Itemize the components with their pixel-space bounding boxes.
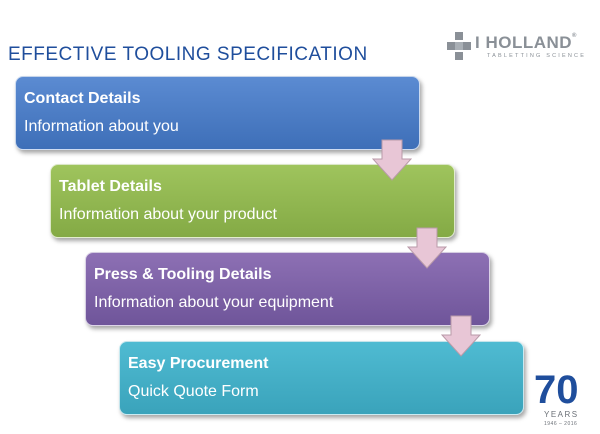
step-description: Quick Quote Form [128,383,259,400]
step-heading: Press & Tooling Details [94,266,272,283]
step-contact-details: Contact Details Information about you [15,76,420,150]
step-description: Information about your equipment [94,294,334,311]
step-description: Information about your product [59,206,277,223]
anniversary-span: 1946 – 2016 [544,421,578,427]
step-heading: Easy Procurement [128,355,269,372]
anniversary-label: YEARS [544,410,579,419]
step-tablet-details: Tablet Details Information about your pr… [50,164,455,238]
logo-wordmark: I HOLLAND® [475,33,577,52]
anniversary-number: 70 [534,368,579,412]
holland-logo: I HOLLAND® TABLETTING SCIENCE [447,32,592,64]
step-easy-procurement: Easy Procurement Quick Quote Form [119,341,524,415]
down-arrow-icon [407,227,447,269]
down-arrow-icon [441,315,481,357]
step-heading: Contact Details [24,90,141,107]
step-press-tooling-details: Press & Tooling Details Information abou… [85,252,490,326]
anniversary-badge: 70 YEARS 1946 – 2016 [530,370,596,430]
page-title: EFFECTIVE TOOLING SPECIFICATION [8,44,368,65]
step-description: Information about you [24,118,179,135]
holland-cross-icon [447,32,471,60]
step-heading: Tablet Details [59,178,162,195]
down-arrow-icon [372,139,412,181]
logo-tagline: TABLETTING SCIENCE [487,53,587,59]
